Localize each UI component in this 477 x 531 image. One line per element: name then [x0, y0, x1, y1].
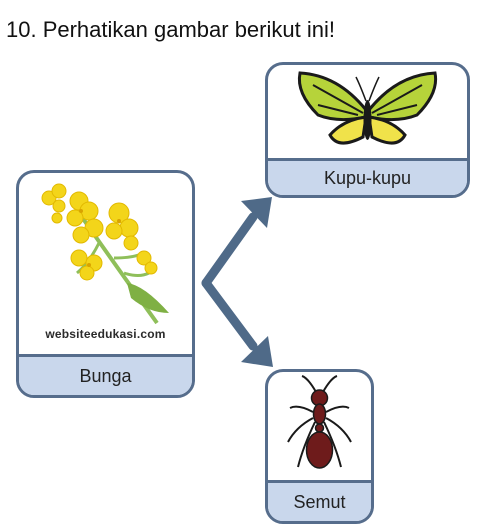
butterfly-image [297, 71, 438, 145]
flower-illustration [19, 173, 192, 354]
ant-label: Semut [268, 480, 371, 521]
arrow-to-butterfly [201, 197, 272, 288]
question-title: 10. Perhatikan gambar berikut ini! [6, 17, 335, 42]
ant-image [287, 375, 352, 469]
flower-card: websiteedukasi.com Bunga [16, 170, 195, 398]
butterfly-illustration [268, 65, 467, 158]
arrow-to-ant [201, 278, 273, 367]
butterfly-label: Kupu-kupu [268, 158, 467, 195]
flower-image [41, 183, 169, 325]
watermark-text: websiteedukasi.com [45, 327, 166, 341]
flower-label: Bunga [19, 354, 192, 395]
ant-card: Semut [265, 369, 374, 524]
ant-illustration [268, 372, 371, 480]
butterfly-card: Kupu-kupu [265, 62, 470, 198]
